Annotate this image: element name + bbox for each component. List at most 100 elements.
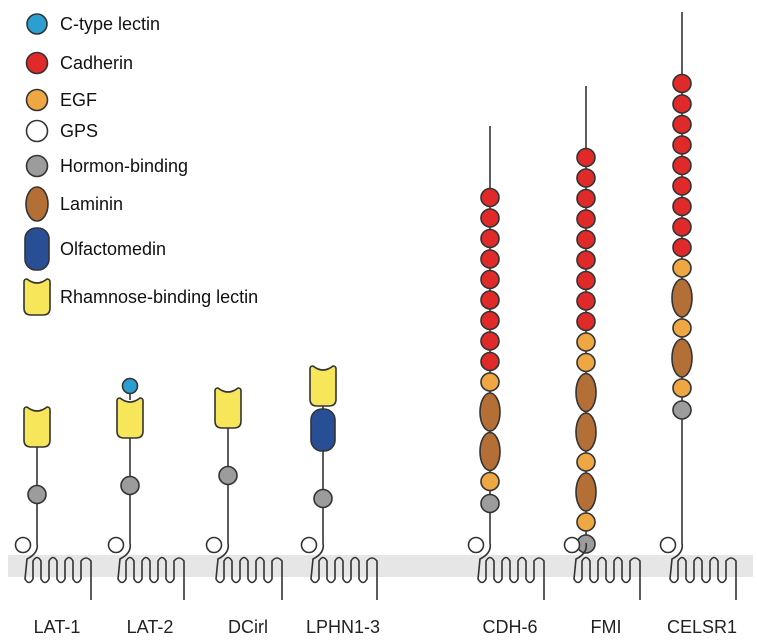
legend-label: Cadherin: [60, 53, 133, 73]
cadherin-domain: [480, 351, 500, 372]
egf-domain: [480, 372, 500, 392]
cadherin-domain: [576, 147, 596, 168]
hormon-binding-domain: [672, 400, 692, 420]
legend-label: Hormon-binding: [60, 156, 188, 176]
cadherin-legend-icon: [25, 51, 49, 75]
cadherin-domain: [672, 217, 692, 237]
receptor-dcirl: DCirl: [205, 387, 283, 637]
egf-domain: [576, 452, 596, 472]
rhamnose-binding-lectin-domain: [214, 387, 242, 429]
legend-label: Laminin: [60, 194, 123, 214]
olfactomedin-legend-icon: [24, 227, 50, 271]
cadherin-domain: [672, 155, 692, 176]
domains: [563, 147, 597, 554]
c-type-lectin-legend-icon: [26, 13, 48, 35]
cadherin-domain: [480, 269, 500, 290]
cadherin-domain: [480, 208, 500, 228]
seven-transmembrane-helix: [310, 542, 378, 600]
legend-label: GPS: [60, 121, 98, 141]
gps-domain: [563, 536, 581, 554]
rhamnose-binding-lectin-domain: [309, 365, 337, 407]
receptor-label: LAT-1: [34, 617, 81, 637]
laminin-domain: [575, 412, 597, 452]
hormon-binding-domain: [313, 488, 333, 509]
cadherin-domain: [672, 114, 692, 135]
egf-domain: [480, 471, 500, 492]
cadherin-domain: [576, 270, 596, 291]
cadherin-domain: [672, 237, 692, 258]
seven-transmembrane-helix: [477, 542, 545, 600]
domains: [205, 387, 242, 554]
olfactomedin-domain: [310, 408, 336, 452]
cadherin-domain: [576, 311, 596, 332]
domains: [300, 365, 337, 554]
receptor-label: LAT-2: [127, 617, 174, 637]
cadherin-domain: [576, 229, 596, 250]
legend-label: EGF: [60, 90, 97, 110]
egf-domain: [672, 258, 692, 278]
egf-domain: [672, 378, 692, 398]
receptor-lat-2: LAT-2: [107, 377, 185, 637]
rhamnose-binding-lectin-legend-icon: [23, 278, 51, 316]
laminin-domain: [575, 472, 597, 512]
legend-label: C-type lectin: [60, 14, 160, 34]
laminin-domain: [671, 338, 693, 378]
laminin-domain: [575, 372, 597, 413]
domains: [467, 187, 501, 554]
gps-domain: [205, 536, 223, 554]
hormon-binding-domain: [120, 475, 140, 496]
cadherin-domain: [672, 135, 692, 155]
legend-item-cadherin: Cadherin: [25, 51, 133, 75]
hormon-binding-legend-icon: [25, 154, 49, 178]
receptor-label: FMI: [591, 617, 622, 637]
cell-membrane: [8, 555, 753, 577]
cadherin-domain: [672, 94, 692, 114]
cadherin-domain: [480, 228, 500, 249]
cadherin-domain: [672, 73, 692, 94]
rhamnose-binding-lectin-domain: [23, 406, 51, 448]
cadherin-domain: [672, 196, 692, 217]
legend-label: Olfactomedin: [60, 239, 166, 259]
legend-item-c-type-lectin: C-type lectin: [26, 13, 160, 35]
seven-transmembrane-helix: [24, 542, 92, 600]
rhamnose-binding-lectin-domain: [116, 397, 144, 439]
receptor-label: LPHN1-3: [306, 617, 380, 637]
egf-domain: [576, 332, 596, 352]
legend-item-rhamnose-binding-lectin: Rhamnose-binding lectin: [23, 278, 258, 316]
cadherin-domain: [480, 310, 500, 331]
cadherin-domain: [576, 168, 596, 188]
egf-domain: [576, 512, 596, 532]
laminin-domain: [671, 278, 693, 318]
egf-legend-icon: [25, 88, 49, 112]
gps-legend-icon: [25, 119, 49, 143]
receptor-label: CELSR1: [667, 617, 737, 637]
receptor-cdh-6: CDH-6: [467, 126, 545, 637]
domains: [107, 377, 144, 554]
cadherin-domain: [480, 249, 500, 269]
seven-transmembrane-helix: [573, 542, 641, 600]
seven-transmembrane-helix: [117, 542, 185, 600]
receptor-celsr1: CELSR1: [659, 12, 737, 637]
domains: [14, 406, 51, 554]
gps-domain: [659, 536, 677, 554]
legend-item-hormon-binding: Hormon-binding: [25, 154, 188, 178]
legend-item-laminin: Laminin: [25, 186, 123, 222]
laminin-domain: [479, 431, 501, 472]
hormon-binding-domain: [27, 484, 47, 505]
gps-domain: [107, 536, 125, 554]
gps-domain: [467, 536, 485, 554]
receptor-label: DCirl: [228, 617, 268, 637]
cadherin-domain: [480, 331, 500, 351]
legend-label: Rhamnose-binding lectin: [60, 287, 258, 307]
hormon-binding-domain: [218, 465, 238, 486]
receptor-lat-1: LAT-1: [14, 406, 92, 637]
receptor-group: LAT-1 LAT-2 DCirl LPHN1-3 CDH-6 FMI CELSR1: [14, 12, 737, 637]
cadherin-domain: [480, 187, 500, 208]
laminin-legend-icon: [25, 186, 49, 222]
gps-domain: [300, 536, 318, 554]
receptor-label: CDH-6: [482, 617, 537, 637]
legend-item-egf: EGF: [25, 88, 97, 112]
cadherin-domain: [576, 291, 596, 311]
